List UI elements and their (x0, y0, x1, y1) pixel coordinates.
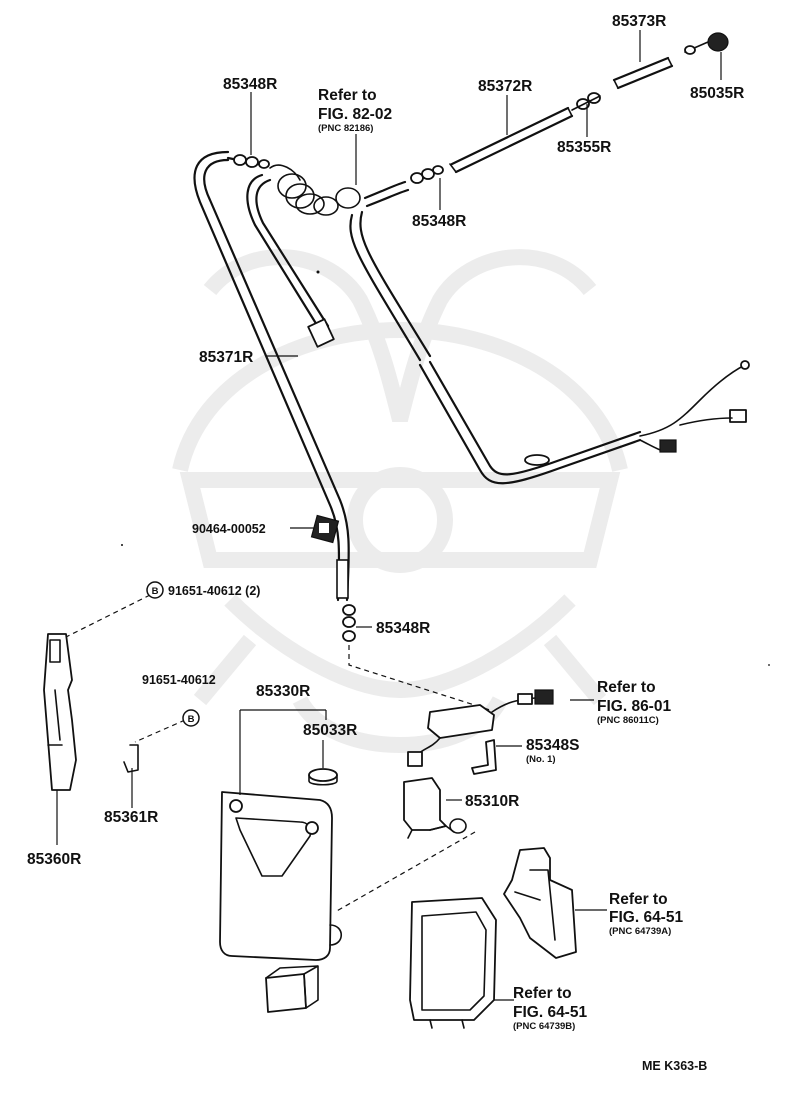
refer-64a-line3: (PNC 64739A) (609, 926, 671, 937)
refer-82-line1: Refer to (318, 87, 377, 104)
connector-85348R-top (226, 154, 270, 169)
label-85360R: 85360R (27, 851, 81, 868)
clip-90464 (310, 514, 340, 544)
hose-right-long (349, 210, 750, 485)
cover-64739B (409, 897, 497, 1029)
bolt-icon-left: B (182, 709, 200, 727)
bracket-85348S (471, 739, 497, 775)
label-90464: 90464-00052 (192, 522, 266, 536)
tank-85330R (219, 791, 343, 961)
label-85361R: 85361R (104, 809, 158, 826)
connector-85348R-mid (410, 165, 444, 184)
label-85348R-mid: 85348R (412, 213, 466, 230)
hose-85371R (193, 150, 350, 602)
refer-64b-line2: FIG. 64-51 (513, 1004, 587, 1021)
wiring-coil (269, 164, 361, 216)
hose-85372R (449, 106, 574, 174)
label-85348R-low: 85348R (376, 620, 430, 637)
refer-64a-line1: Refer to (609, 891, 668, 908)
label-85372R: 85372R (478, 78, 532, 95)
hose-upper-connector (363, 180, 410, 208)
refer-82-line2: FIG. 82-02 (318, 106, 392, 123)
connector-85355R (571, 92, 601, 111)
leader-lines (56, 30, 722, 1001)
footer-code: ME K363-B (642, 1059, 707, 1073)
label-bolt-top: 91651-40612 (2) (168, 584, 260, 598)
label-85348R-top: 85348R (223, 76, 277, 93)
bracket-85360R (43, 633, 77, 791)
label-85348S: 85348S (526, 737, 579, 754)
label-85033R: 85033R (303, 722, 357, 739)
label-85035R: 85035R (690, 85, 744, 102)
label-85355R: 85355R (557, 139, 611, 156)
samurai-helmet-watermark (172, 249, 628, 753)
hose-inner-left (246, 173, 335, 348)
clip-85361R (123, 744, 139, 773)
nozzle-85035R (684, 32, 729, 55)
pump-85310R (403, 777, 467, 839)
label-85330R: 85330R (256, 683, 310, 700)
bolt-icon-top: B (146, 581, 164, 599)
refer-82-line3: (PNC 82186) (318, 123, 373, 134)
connector-85348R-low (342, 604, 356, 642)
motor-assembly (407, 689, 554, 767)
label-85310R: 85310R (465, 793, 519, 810)
cap-85033R (308, 768, 338, 786)
refer-86-line3: (PNC 86011C) (597, 715, 659, 726)
cover-64739A (503, 847, 577, 959)
refer-86-line2: FIG. 86-01 (597, 698, 671, 715)
refer-86-line1: Refer to (597, 679, 656, 696)
label-85371R: 85371R (199, 349, 253, 366)
label-85348S-note: (No. 1) (526, 754, 556, 765)
bolt-symbol-top: B (152, 586, 159, 597)
block-bottom (265, 965, 319, 1013)
label-85373R: 85373R (612, 13, 666, 30)
refer-64b-line1: Refer to (513, 985, 572, 1002)
refer-64b-line3: (PNC 64739B) (513, 1021, 575, 1032)
hose-85373R (612, 56, 674, 90)
label-bolt-left: 91651-40612 (142, 673, 216, 687)
refer-64a-line2: FIG. 64-51 (609, 909, 683, 926)
bolt-symbol-left: B (188, 714, 195, 725)
